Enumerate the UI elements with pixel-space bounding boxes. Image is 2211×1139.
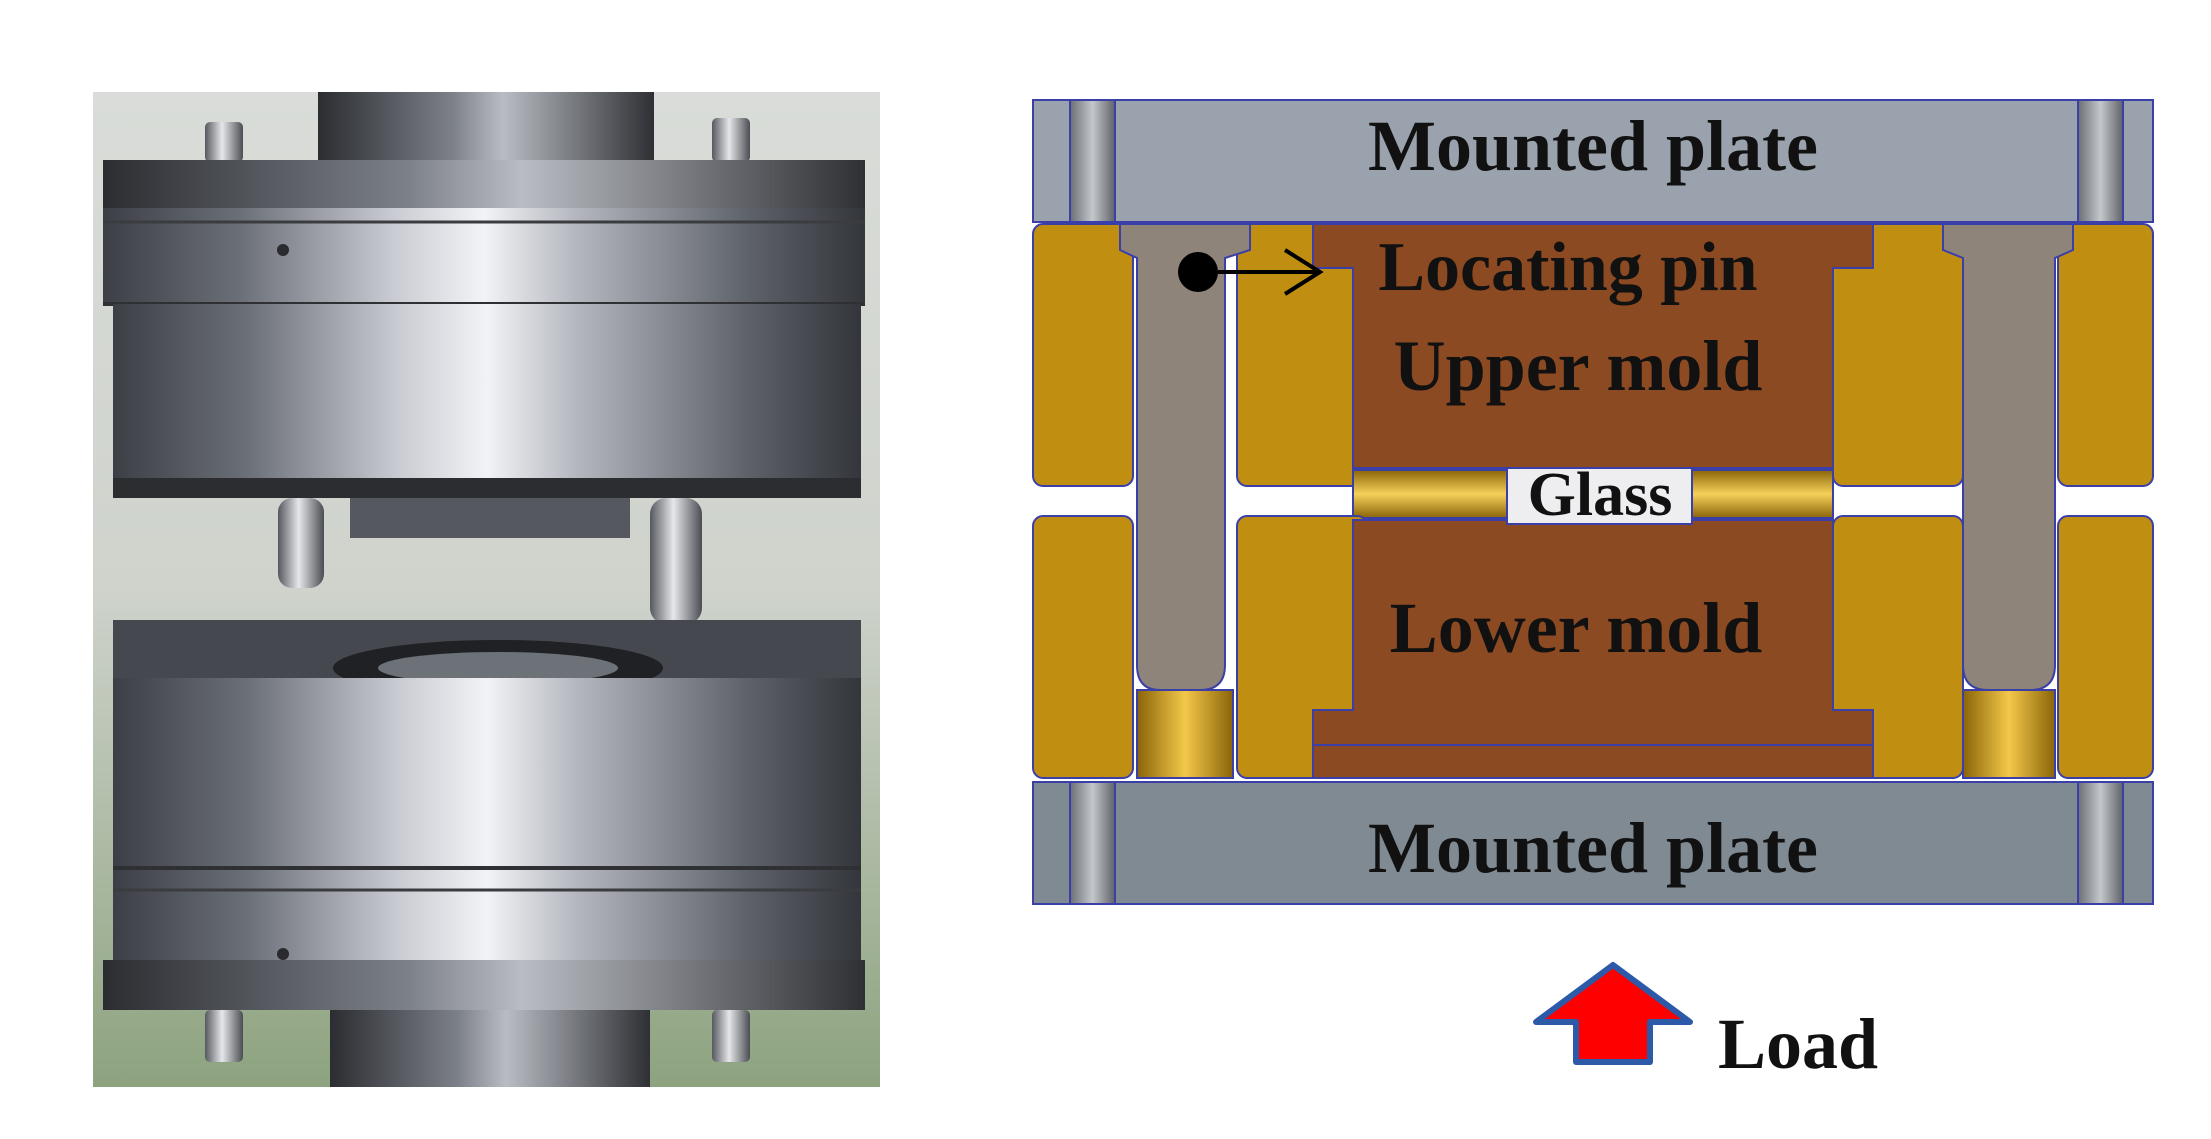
- label-glass: Glass: [1528, 461, 1673, 529]
- lower-sleeve-right-outer: [2057, 515, 2154, 779]
- cross-section-diagram: [1032, 99, 2154, 905]
- tie-rod-left-top: [1069, 99, 1116, 223]
- glass-label-box: [1506, 467, 1693, 525]
- locating-pin-right: [1942, 223, 2074, 691]
- label-locating-pin: Locating pin: [1378, 229, 1757, 306]
- locating-pin-pointer-head: [1283, 248, 1324, 296]
- upper-sleeve-right-outer: [2057, 223, 2154, 487]
- mounted-plate-bottom: [1032, 781, 2154, 905]
- locating-pin-marker: [1178, 252, 1218, 292]
- tie-rod-right-top: [2077, 99, 2124, 223]
- label-mounted-plate-top: Mounted plate: [1368, 106, 1818, 186]
- lower-sleeve-left-outer: [1032, 515, 1134, 779]
- label-load: Load: [1718, 1004, 1878, 1084]
- pin-base-left: [1136, 689, 1234, 779]
- locating-pin-left: [1119, 223, 1251, 691]
- label-upper-mold: Upper mold: [1394, 326, 1763, 406]
- upper-mold: [1312, 223, 1874, 469]
- tie-rod-left-bottom: [1069, 781, 1116, 905]
- load-arrow-up-icon: [1533, 962, 1693, 1065]
- mounted-plate-top: [1032, 99, 2154, 223]
- pin-base-right: [1962, 689, 2056, 779]
- tie-rod-right-bottom: [2077, 781, 2124, 905]
- upper-sleeve-left-outer: [1032, 223, 1134, 487]
- die-set-photo: [93, 92, 880, 1087]
- label-lower-mold: Lower mold: [1390, 588, 1763, 668]
- lower-mold: [1312, 519, 1874, 779]
- label-mounted-plate-bottom: Mounted plate: [1368, 808, 1818, 888]
